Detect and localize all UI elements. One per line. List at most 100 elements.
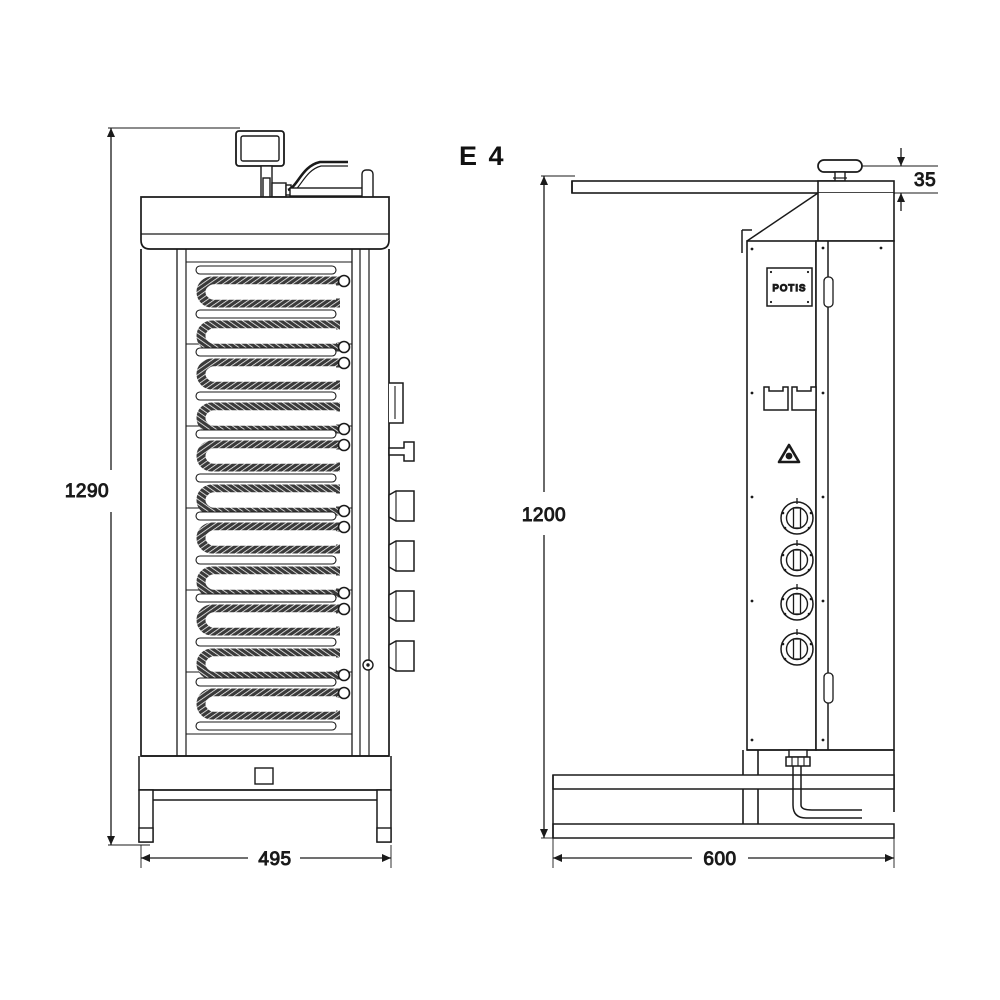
dim-label-top-offset: 35 [914, 170, 936, 191]
heating-panel [195, 347, 351, 436]
knob-mark [783, 657, 787, 661]
socket-right[interactable] [791, 386, 817, 411]
coil-terminal [337, 422, 351, 436]
coil-terminal [337, 586, 351, 600]
reflector-strip [195, 593, 337, 603]
control-knob[interactable] [780, 584, 814, 621]
knob-mark [809, 642, 813, 646]
cabinet-shoulder-slope [746, 192, 819, 242]
side-knob-profile [388, 490, 415, 522]
control-knob[interactable] [780, 629, 814, 666]
motor-housing-inner [240, 135, 280, 162]
heating-panel [195, 511, 351, 600]
coil-highlight [206, 448, 336, 464]
rivet [821, 738, 825, 742]
coil-terminal [337, 668, 351, 682]
rivet [879, 246, 883, 250]
coil-highlight [206, 410, 336, 426]
coil-highlight [206, 574, 336, 590]
indicator-dot [785, 452, 793, 460]
heating-coil [196, 320, 340, 352]
control-knob-group [780, 498, 814, 666]
indicator-screw-dot [366, 663, 370, 667]
knob-mark [809, 511, 813, 515]
rivet [750, 495, 754, 499]
rivet [821, 246, 825, 250]
coil-highlight [206, 656, 336, 672]
control-knob[interactable] [780, 498, 814, 535]
rivet [750, 738, 754, 742]
plate-screw [806, 300, 810, 304]
coil-terminal [337, 520, 351, 534]
socket-left[interactable] [763, 386, 789, 411]
power-cable-inner [800, 766, 862, 811]
heating-coil [196, 522, 340, 554]
control-knob[interactable] [780, 540, 814, 577]
rivet [750, 391, 754, 395]
side-knob-profile [388, 640, 415, 672]
heating-element-stack [186, 261, 352, 735]
coil-highlight [206, 492, 336, 508]
hinge-lower [823, 672, 834, 704]
heating-coil [196, 276, 340, 308]
reflector-strip [195, 265, 337, 275]
heating-panel [195, 593, 351, 682]
knob-mark [781, 597, 785, 601]
knob-mark [807, 568, 811, 572]
power-cable-assembly [785, 749, 862, 819]
control-panel-face [746, 240, 817, 751]
door-handle [389, 382, 404, 424]
stand-base-rail [552, 823, 895, 839]
indicator-lamp [777, 443, 801, 464]
knob-mark [781, 553, 785, 557]
brand-plate-label: POTIS [772, 283, 806, 294]
drawing-title: E 4 [459, 141, 506, 171]
coil-highlight [206, 328, 336, 344]
coil-terminal [337, 602, 351, 616]
brand-plate: POTIS [766, 267, 813, 307]
stand-crossbar-mid [552, 774, 895, 790]
top-hood [140, 196, 390, 250]
heating-panel [195, 265, 351, 354]
reflector-strip [195, 721, 337, 731]
coil-terminal [337, 340, 351, 354]
side-stand-frame [552, 749, 895, 839]
reflector-strip [195, 555, 337, 565]
heating-coil [196, 484, 340, 516]
heating-panel [195, 429, 351, 518]
cable-gland-upper [788, 749, 808, 758]
reflector-strip [195, 309, 337, 319]
dim-label-height-side: 1200 [522, 505, 566, 526]
top-handle-knob [817, 159, 863, 182]
side-view-dimensions: 1200 600 35 [521, 148, 938, 871]
reflector-strip [195, 511, 337, 521]
plate-screw [769, 300, 773, 304]
side-knob-profile [388, 540, 415, 572]
front-view [138, 130, 415, 843]
coil-terminal [337, 438, 351, 452]
skewer-rod [289, 187, 370, 197]
knob-mark [809, 597, 813, 601]
coil-highlight [206, 366, 336, 382]
skewer-rod-side [571, 180, 843, 194]
dim-label-depth-side: 600 [703, 849, 736, 870]
coil-highlight [206, 696, 336, 712]
heating-coil [196, 402, 340, 434]
side-knob-profile [388, 590, 415, 622]
stand-foot-right [376, 827, 392, 843]
heating-coil [196, 604, 340, 636]
knob-mark [783, 612, 787, 616]
heating-panel [195, 677, 351, 731]
front-view-dimensions: 1290 495 [64, 127, 392, 871]
coil-highlight [206, 530, 336, 546]
coil-highlight [206, 612, 336, 628]
socket-group [763, 386, 817, 411]
stand-foot-left [138, 827, 154, 843]
reflector-strip [195, 677, 337, 687]
heating-coil [196, 358, 340, 390]
brand-plate-frame [766, 267, 813, 307]
knob-mark [807, 612, 811, 616]
side-view: POTIS [552, 159, 895, 839]
